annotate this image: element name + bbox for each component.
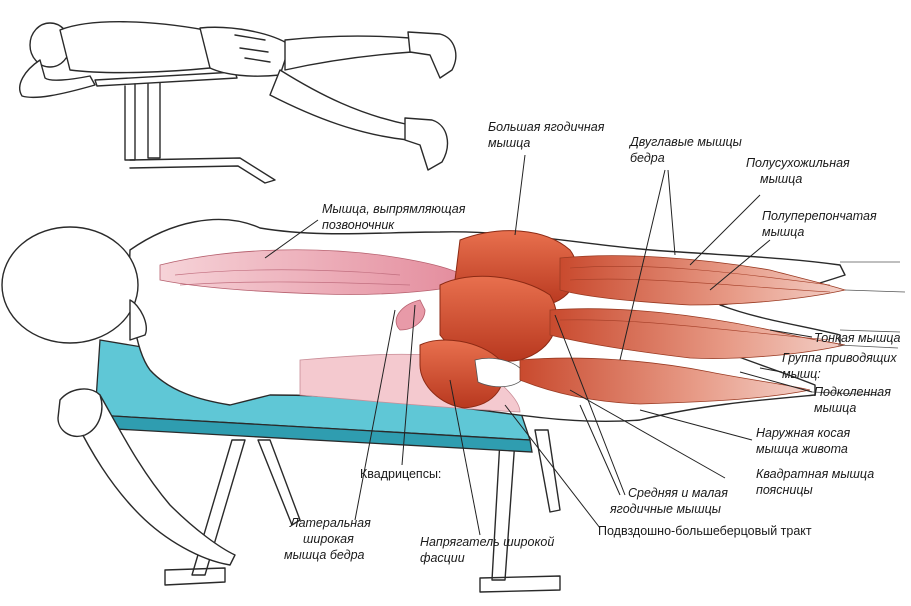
leader-tensor-fasciae-latae [449,379,481,536]
leader-popliteus [739,371,813,393]
label-vastus-lateralis-2: широкая [303,532,354,546]
quadratus-lumborum-muscle [395,299,426,331]
label-tensor-fasciae-latae-2: фасции [420,551,465,565]
leader-vastus-lateralis [354,309,396,521]
bench-foot-back [479,575,561,593]
leader-iliotibial-tract [504,404,601,529]
small-figure-leg-lower [269,69,411,141]
leader-gluteus-maximus [514,154,526,236]
main-figure-illustration [1,218,906,593]
leader-semimembranosus [709,239,771,291]
small-figure-foot-upper [407,31,457,79]
label-erector-spinae-1: Мышца, выпрямляющая [322,202,466,216]
label-quadriceps: Квадрицепсы: [360,467,441,481]
small-bench-leg-a [124,83,136,161]
small-figure-arm [19,59,96,99]
label-gluteus-medius-minimus-2: ягодичные мышцы [609,502,721,516]
main-figure-arm [74,394,236,566]
erector-spinae-fibers [174,269,411,286]
leader-biceps-femoris [619,169,676,361]
bench-foot-front [164,567,226,586]
labels: Большая ягодичная мышца Двуглавые мышцы … [284,120,900,565]
label-popliteus-1: Подколенная [814,385,891,399]
leader-erector-spinae [264,219,319,259]
small-bench-leg-b [147,82,161,159]
biceps-femoris-fibers [569,265,831,293]
label-adductors-2: мышц: [782,367,821,381]
small-figure-leg-upper [284,35,413,71]
bench-leg-back-b [534,429,561,513]
bench-leg-front [191,439,246,576]
leader-external-oblique [639,409,753,441]
small-figure-foot-lower [404,117,449,171]
label-gluteus-maximus-2: мышца [488,136,530,150]
tendon-lines [811,261,906,396]
label-biceps-femoris-1: Двуглавые мышцы [628,135,742,149]
label-tensor-fasciae-latae-1: Напрягатель широкой [420,535,554,549]
small-bench-base [129,157,276,184]
label-quadratus-lumborum-2: поясницы [756,483,813,497]
label-semimembranosus-1: Полуперепончатая [762,209,877,223]
bench-leg-front-b [257,439,301,526]
label-gracilis: Тонкая мышца [814,331,900,345]
label-semitendinosus-1: Полусухожильная [746,156,850,170]
label-vastus-lateralis-3: мышца бедра [284,548,365,562]
label-gluteus-medius-minimus-1: Средняя и малая [628,486,728,500]
main-figure-hand [57,388,103,437]
small-figure-shorts-stripes [234,34,271,63]
leader-gluteus-medius-minimus [554,314,626,496]
label-quadratus-lumborum-1: Квадратная мышца [756,467,874,481]
leader-gracilis [769,329,813,338]
label-biceps-femoris-2: бедра [630,151,665,165]
leader-adductors [759,367,783,373]
tensor-fasciae-latae-muscle [419,339,504,409]
small-bench-top [94,71,238,87]
main-figure-head [1,226,139,344]
label-semitendinosus-2: мышца [760,172,802,186]
leader-quadratus-lumborum [569,389,726,479]
semimembranosus-fibers [559,319,831,341]
label-vastus-lateralis-1: Латеральная [289,516,371,530]
label-adductors-1: Группа приводящих [782,351,897,365]
leader-lines [264,154,813,536]
small-figure-shorts [199,26,291,77]
label-semimembranosus-2: мышца [762,225,804,239]
vastus-lateralis-muscle [519,357,811,405]
small-figure-torso [59,21,211,74]
biceps-femoris-muscle [559,255,847,306]
main-figure-ear [129,299,147,341]
bench-leg-back [491,439,516,581]
leader-semitendinosus [689,194,761,266]
small-figure-illustration [19,21,457,184]
label-external-oblique-1: Наружная косая [756,426,851,440]
label-popliteus-2: мышца [814,401,856,415]
label-external-oblique-2: мышца живота [756,442,848,456]
leader-quadriceps [401,304,416,466]
label-gluteus-maximus-1: Большая ягодичная [488,120,605,134]
label-erector-spinae-2: позвоночник [322,218,395,232]
label-iliotibial-tract: Подвздошно-большеберцовый тракт [598,524,812,538]
